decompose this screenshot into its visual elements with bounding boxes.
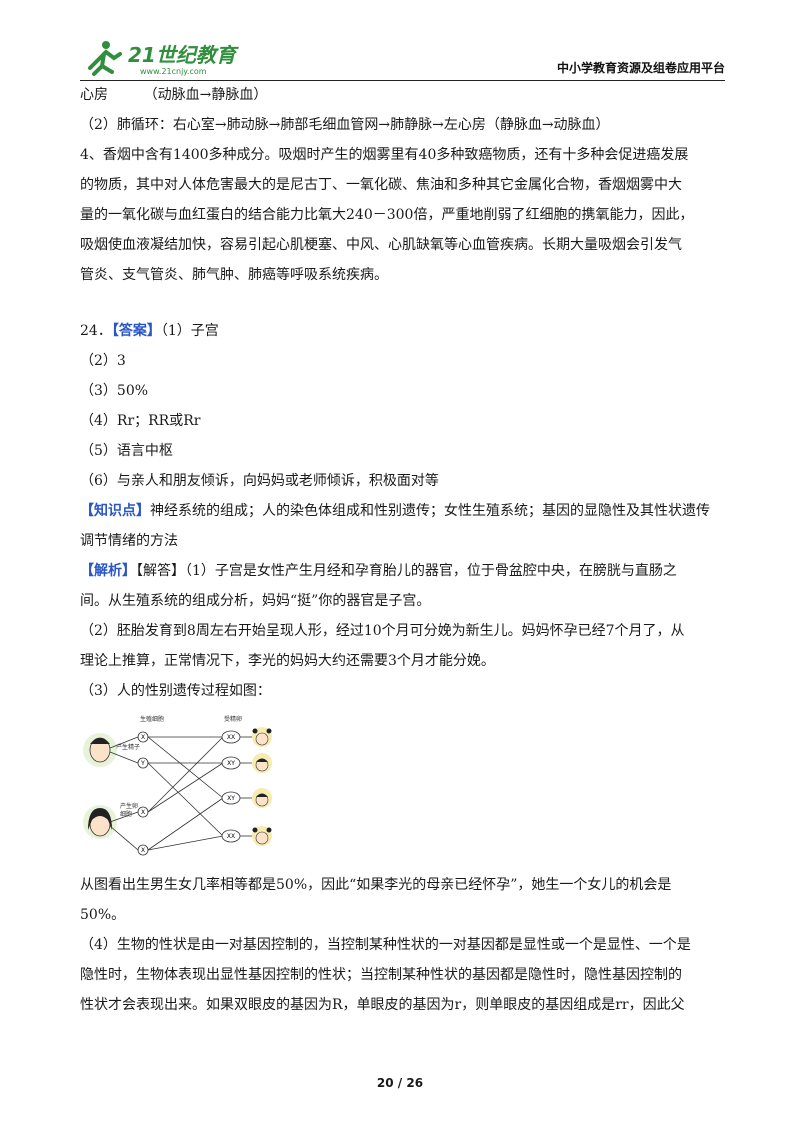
zygote: XX bbox=[227, 833, 235, 840]
logo-url: www.21cnjy.com bbox=[140, 67, 207, 76]
girl-face-icon bbox=[252, 826, 272, 846]
fertilized-egg-label: 受精卵 bbox=[224, 715, 242, 723]
egg-x: X bbox=[141, 809, 145, 816]
runner-icon bbox=[88, 41, 122, 76]
text-line: 管炎、支气管炎、肺气肿、肺癌等呼吸系统疾病。 bbox=[80, 267, 388, 283]
platform-name: 中小学教育资源及组卷应用平台 bbox=[556, 61, 725, 75]
zygote: XY bbox=[227, 760, 235, 767]
logo-text: 21世纪教育 bbox=[128, 43, 239, 67]
document-body: 心房 （动脉血→静脉血） （2）肺循环：右心室→肺动脉→肺部毛细血管网→肺静脉→… bbox=[80, 80, 725, 1020]
solution-tag: 【解答】 bbox=[136, 563, 185, 579]
analysis-line: （2）胚胎发育到8周左右开始呈现人形，经过10个月可分娩为新生儿。妈妈怀孕已经7… bbox=[80, 623, 685, 639]
girl-face-icon bbox=[252, 727, 272, 747]
zygote: XY bbox=[227, 795, 235, 802]
mother-face-icon bbox=[83, 805, 117, 839]
germ-cell-label: 生殖细胞 bbox=[140, 715, 164, 723]
analysis-line: 间。从生殖系统的组成分析，妈妈“挺”你的器官是子宫。 bbox=[80, 593, 431, 609]
answer-line: （2）3 bbox=[80, 353, 126, 369]
knowledge-text: 神经系统的组成；人的染色体组成和性别遗传；女性生殖系统；基因的显隐性及其性状遗传 bbox=[150, 503, 710, 519]
answer-line: （3）50% bbox=[80, 383, 149, 399]
answer-line: （6）与亲人和朋友倾诉，向妈妈或老师倾诉，积极面对等 bbox=[80, 473, 439, 489]
text-line: 吸烟使血液凝结加快，容易引起心肌梗塞、中风、心肌缺氧等心血管疾病。长期大量吸烟会… bbox=[80, 237, 682, 253]
text-line: 性状才会表现出来。如果双眼皮的基因为R，单眼皮的基因为r，则单眼皮的基因组成是r… bbox=[80, 997, 685, 1013]
analysis: 【解析】【解答】（1）子宫是女性产生月经和孕育胎儿的器官，位于骨盆腔中央，在膀胱… bbox=[80, 556, 725, 586]
text-line: 量的一氧化碳与血红蛋白的结合能力比氧大240－300倍，严重地削弱了红细胞的携氧… bbox=[80, 207, 694, 223]
analysis-line: 理论上推算，正常情况下，李光的妈妈大约还需要3个月才能分娩。 bbox=[80, 653, 495, 669]
answer-text: （1）子宫 bbox=[160, 323, 219, 339]
answer-tag: 【答案】 bbox=[111, 323, 161, 339]
text-line: 从图看出生男生女几率相等都是50%，因此“如果李光的母亲已经怀孕”，她生一个女儿… bbox=[80, 877, 672, 893]
egg-label: 细胞 bbox=[120, 810, 132, 818]
knowledge-tag: 【知识点】 bbox=[80, 503, 150, 519]
sex-inheritance-diagram: 生殖细胞 受精卵 产生精子 产生卵 细胞 bbox=[80, 712, 280, 862]
analysis-text: （1）子宫是女性产生月经和孕育胎儿的器官，位于骨盆腔中央，在膀胱与直肠之 bbox=[185, 563, 677, 579]
page-number: 20 / 26 bbox=[376, 1076, 424, 1090]
analysis-line: （3）人的性别遗传过程如图： bbox=[80, 683, 271, 699]
sperm-label: 产生精子 bbox=[116, 743, 140, 751]
text-line: 50%。 bbox=[80, 907, 126, 923]
boy-face-icon bbox=[252, 753, 272, 773]
egg-label: 产生卵 bbox=[120, 802, 138, 810]
knowledge-point: 【知识点】神经系统的组成；人的染色体组成和性别遗传；女性生殖系统；基因的显隐性及… bbox=[80, 496, 725, 526]
text-line: 心房 （动脉血→静脉血） bbox=[80, 87, 268, 103]
father-face-icon bbox=[83, 733, 117, 767]
answer-line: （4）Rr；RR或Rr bbox=[80, 413, 201, 429]
page-header: 21世纪教育 www.21cnjy.com 中小学教育资源及组卷应用平台 bbox=[80, 38, 725, 81]
question-number: 24． bbox=[80, 323, 112, 339]
text-line: 的物质，其中对人体危害最大的是尼古丁、一氧化碳、焦油和多种其它金属化合物，香烟烟… bbox=[80, 177, 682, 193]
egg-x: X bbox=[141, 847, 145, 854]
sperm-y: Y bbox=[140, 760, 145, 767]
text-line: 4、香烟中含有1400多种成分。吸烟时产生的烟雾里有40多种致癌物质，还有十多种… bbox=[80, 147, 689, 163]
sperm-x: X bbox=[141, 734, 145, 741]
knowledge-line: 调节情绪的方法 bbox=[80, 533, 178, 549]
text-line: （4）生物的性状是由一对基因控制的，当控制某种性状的一对基因都是显性或一个是显性… bbox=[80, 937, 691, 953]
boy-face-icon bbox=[252, 788, 272, 808]
question-24-answer: 24．【答案】（1）子宫 bbox=[80, 316, 725, 346]
logo: 21世纪教育 www.21cnjy.com bbox=[88, 41, 239, 76]
text-line: 隐性时，生物体表现出显性基因控制的性状；当控制某种性状的基因都是隐性时，隐性基因… bbox=[80, 967, 682, 983]
zygote: XX bbox=[227, 734, 235, 741]
analysis-tag: 【解析】 bbox=[80, 563, 136, 579]
answer-line: （5）语言中枢 bbox=[80, 443, 173, 459]
text-line: （2）肺循环：右心室→肺动脉→肺部毛细血管网→肺静脉→左心房（静脉血→动脉血） bbox=[80, 117, 610, 133]
